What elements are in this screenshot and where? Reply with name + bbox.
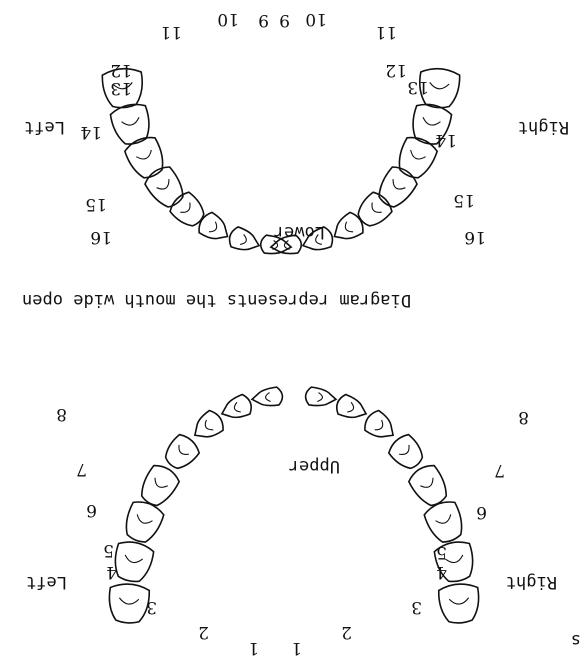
upper-left-tooth-number: 2 [198,623,209,640]
upper-tooth [111,539,156,585]
lower-left-tooth-number: 9 [258,11,269,28]
upper-tooth [438,583,480,625]
upper-right-tooth-number: 6 [476,503,487,520]
lower-tooth [373,163,420,212]
upper-tooth [218,393,254,424]
lower-tooth [328,210,367,247]
lower-tooth [167,189,209,231]
upper-arch [107,387,480,625]
lower-left-label: Left [24,118,65,135]
lower-tooth [109,101,154,148]
upper-left-tooth-number: 5 [103,541,114,558]
lower-left-tooth-number: 12 [110,61,132,78]
upper-right-label: Right [506,573,557,590]
upper-right-tooth-number: 7 [494,461,505,478]
upper-tooth [107,583,149,625]
lower-right-tooth-number: 16 [464,228,486,245]
upper-left-tooth-number: 6 [86,501,97,518]
upper-left-label: Left [26,573,67,590]
lower-right-tooth-number: 14 [435,131,457,148]
upper-jaw-label: Upper [289,457,340,474]
lower-right-tooth-number: 13 [407,78,429,95]
lower-tooth [393,133,440,182]
lower-right-tooth-number: 11 [375,23,397,40]
upper-right-tooth-number: 2 [341,623,352,640]
corner-mark: s [571,631,581,648]
upper-tooth [135,461,182,510]
lower-tooth [123,133,170,182]
diagram-caption: Diagram represents the mouth wide open [22,291,411,308]
lower-left-tooth-number: 13 [110,79,132,96]
lower-tooth [227,225,263,255]
lower-right-tooth-number: 15 [453,191,475,208]
lower-tooth [195,210,234,247]
upper-left-tooth-number: 3 [146,598,157,615]
upper-right-tooth-number: 1 [291,639,302,656]
upper-right-tooth-number: 3 [411,598,422,615]
lower-tooth [142,163,189,212]
lower-left-tooth-number: 11 [160,23,182,40]
lower-left-tooth-number: 15 [85,195,107,212]
upper-left-tooth-number: 8 [56,405,67,422]
upper-tooth [361,408,400,445]
lower-right-tooth-number: 12 [385,61,407,78]
lower-left-tooth-number: 14 [80,123,102,140]
upper-left-tooth-number: 4 [106,563,117,580]
upper-tooth [334,393,370,424]
upper-right-tooth-number: 4 [436,563,447,580]
lower-right-label: Right [518,118,569,135]
upper-tooth [188,408,227,445]
lower-left-tooth-number: 16 [90,228,112,245]
upper-left-tooth-number: 1 [248,639,259,656]
upper-tooth [305,387,338,409]
upper-tooth [406,461,453,510]
upper-right-tooth-number: 5 [436,543,447,560]
upper-tooth [251,387,284,409]
lower-tooth [353,189,395,231]
lower-right-tooth-number: 10 [305,10,327,27]
upper-left-tooth-number: 7 [76,460,87,477]
upper-right-tooth-number: 8 [518,408,529,425]
lower-jaw-label: Lower [274,223,325,240]
lower-right-tooth-number: 9 [279,11,290,28]
lower-left-tooth-number: 10 [217,10,239,27]
